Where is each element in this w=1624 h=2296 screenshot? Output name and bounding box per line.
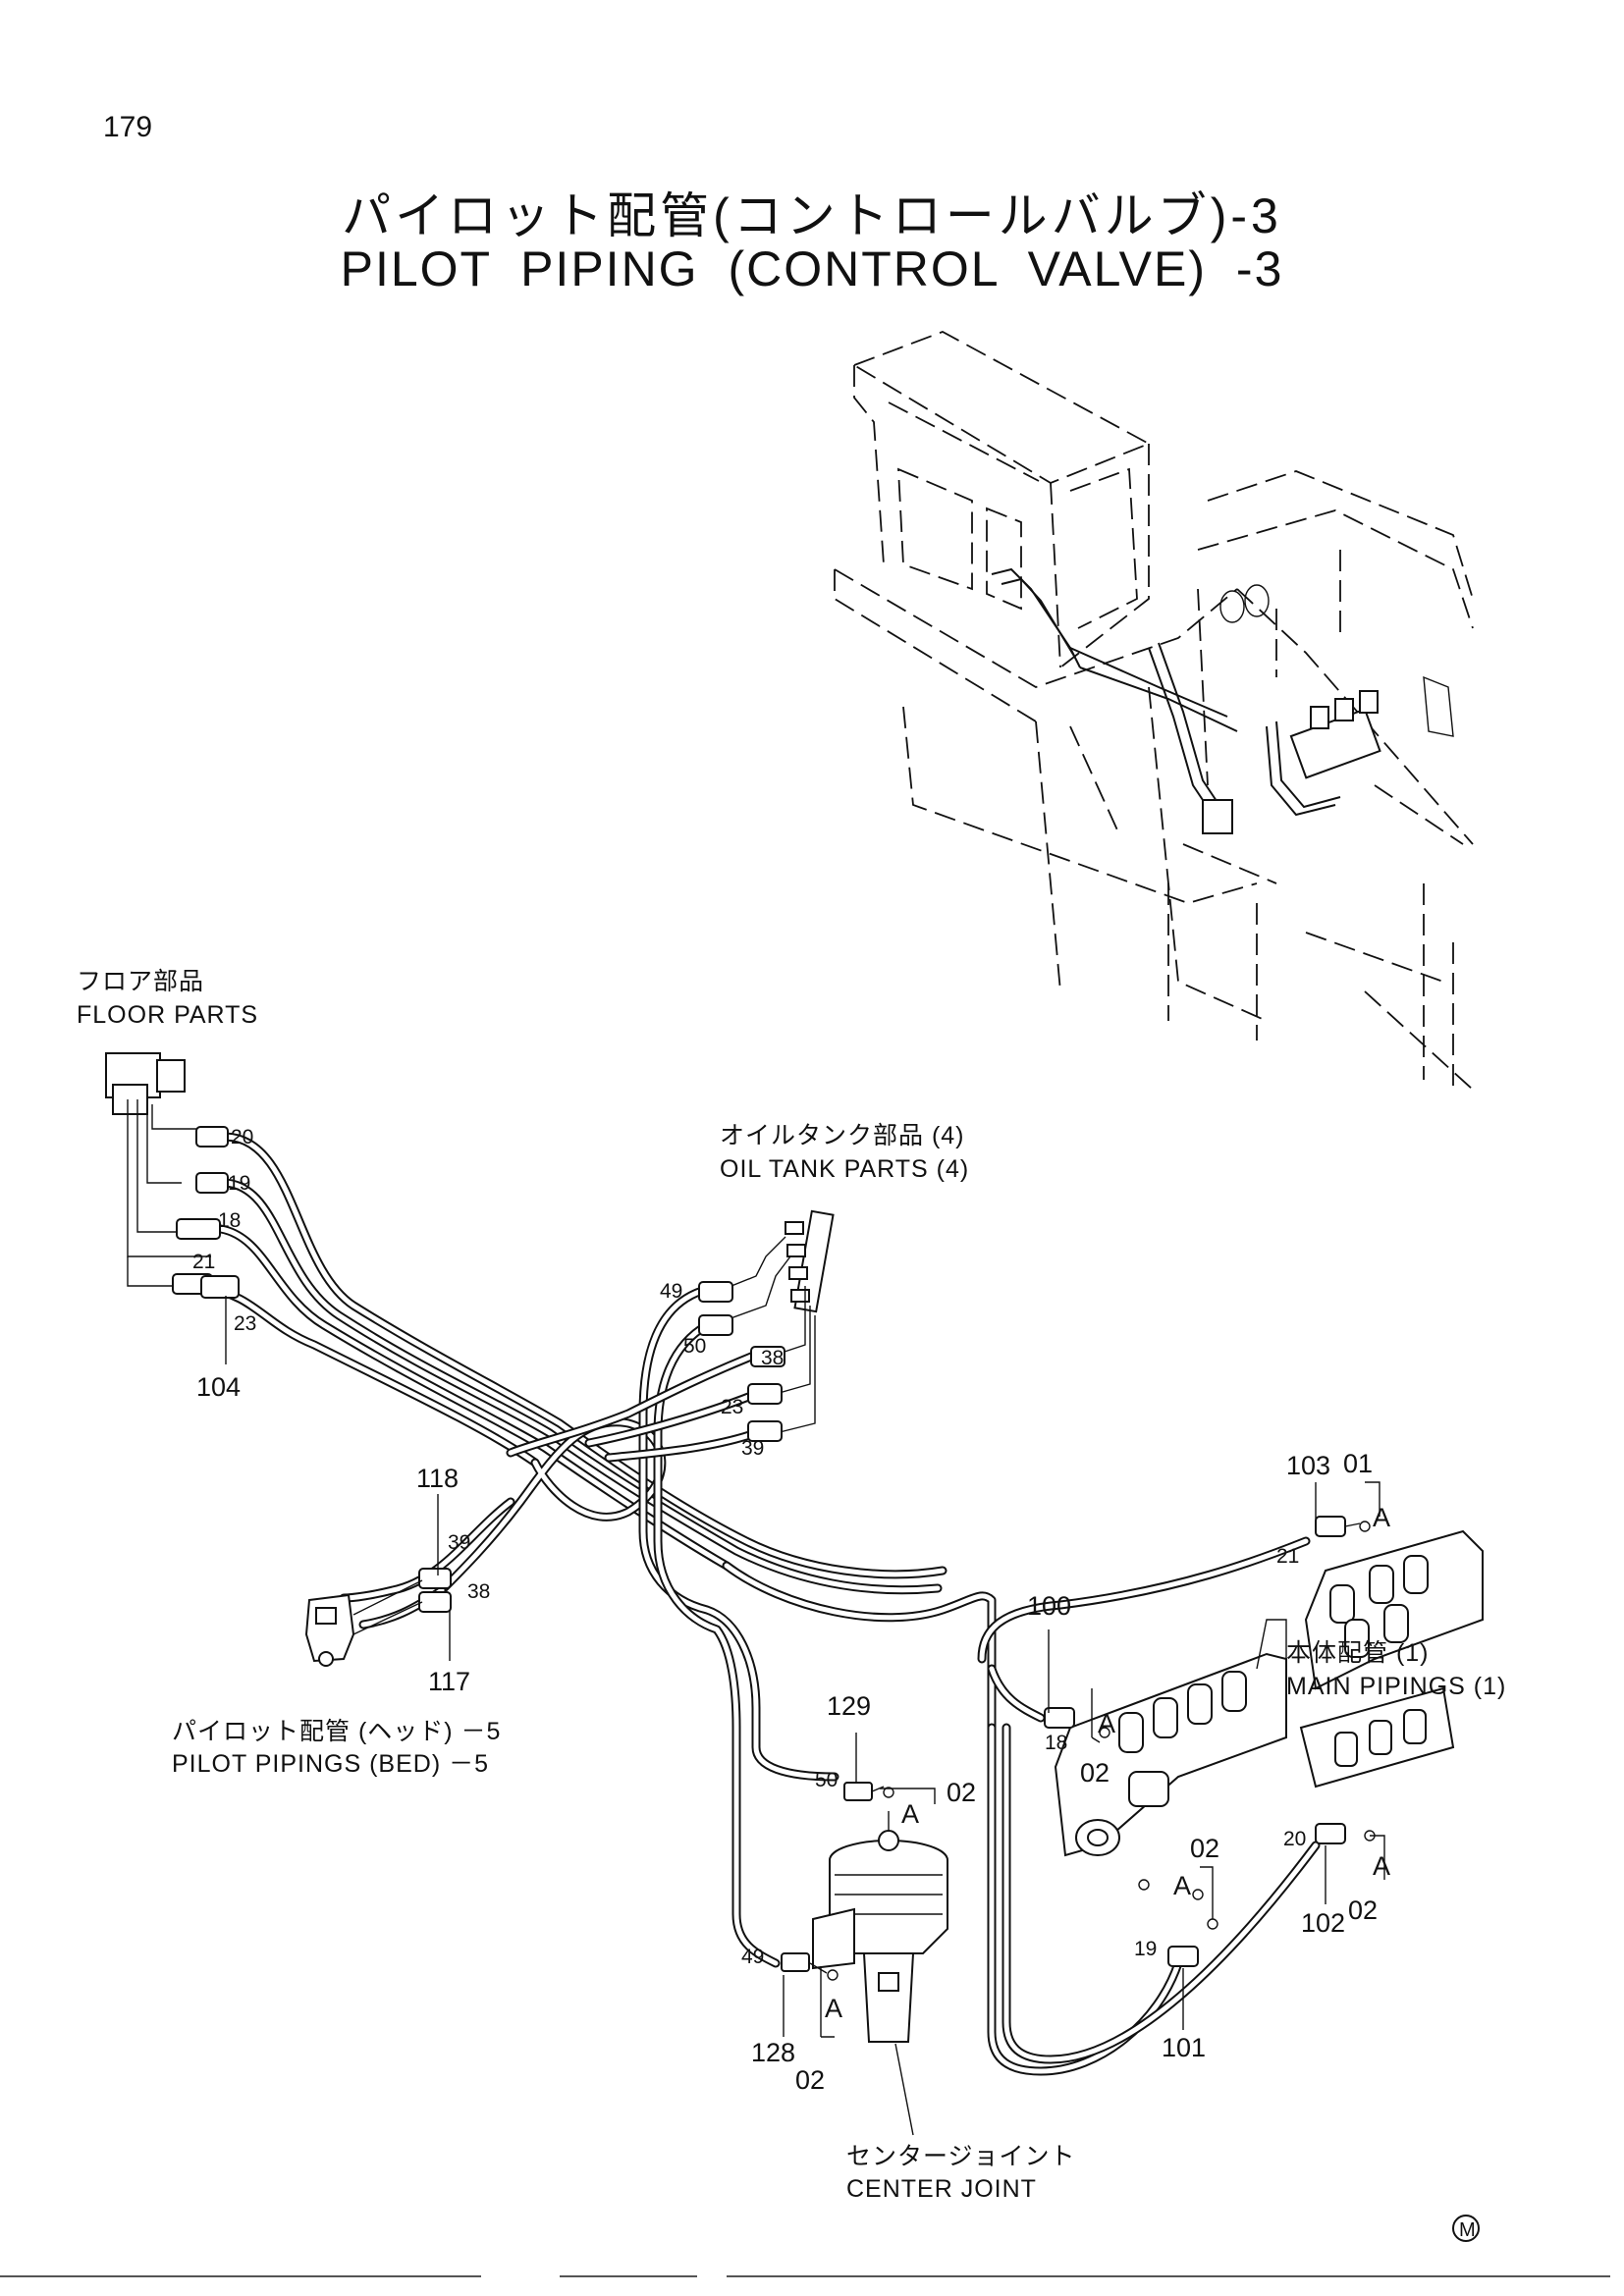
- spool-caps-rear: [1329, 1555, 1429, 1658]
- footer-rule: [560, 2275, 697, 2277]
- hose-number-50-center: 50: [815, 1769, 838, 1791]
- view-mark-a: A: [1373, 1851, 1390, 1881]
- leader-lines: [225, 1296, 1326, 2136]
- pilot-hose-bundle: [201, 1132, 1321, 2076]
- page-number: 179: [103, 111, 153, 143]
- machine-outline: [834, 331, 1474, 1091]
- control-valve-bank: [1044, 1516, 1484, 1967]
- page-title-japanese: パイロット配管(コントロールバルブ)-3: [342, 188, 1282, 243]
- floor-parts-label-en: FLOOR PARTS: [77, 1001, 258, 1029]
- floor-hose-fittings: [172, 1126, 240, 1299]
- view-mark-a: A: [1098, 1709, 1115, 1738]
- part-number-101: 101: [1162, 2033, 1206, 2062]
- fitting-number-02-center-upper: 02: [947, 1778, 976, 1807]
- part-number-118: 118: [416, 1464, 459, 1493]
- hose-number-49-center: 49: [741, 1946, 764, 1968]
- hose-number-19: 19: [228, 1172, 250, 1195]
- view-mark-a: A: [901, 1799, 919, 1829]
- oil-tank-parts-label-en: OIL TANK PARTS (4): [720, 1155, 969, 1183]
- part-number-117: 117: [428, 1667, 470, 1696]
- fitting-number-01: 01: [1343, 1449, 1373, 1478]
- main-pipings-label-jp: 本体配管 (1): [1286, 1639, 1430, 1667]
- center-joint: [781, 1782, 948, 2043]
- pilot-pipings-bed-label-en: PILOT PIPINGS (BED) －5: [172, 1750, 489, 1778]
- overview-hose-routing: [991, 567, 1381, 834]
- page-title-english: PILOT PIPING (CONTROL VALVE) -3: [340, 241, 1284, 296]
- view-a-brackets: [820, 1481, 1385, 2038]
- hose-number-23: 23: [234, 1312, 256, 1335]
- center-joint-label-en: CENTER JOINT: [846, 2175, 1037, 2203]
- hose-number-39: 39: [741, 1437, 764, 1460]
- pilot-pipings-bed-label-jp: パイロット配管 (ヘッド) －5: [172, 1718, 501, 1745]
- hose-number-20-valve: 20: [1283, 1828, 1306, 1850]
- pilot-bed-valve: [304, 1568, 452, 1667]
- part-number-100: 100: [1027, 1591, 1071, 1621]
- view-mark-a: A: [1173, 1871, 1191, 1900]
- center-joint-label-jp: センタージョイント: [846, 2143, 1076, 2170]
- hose-number-23-oil-tank: 23: [721, 1396, 743, 1418]
- hose-number-21: 21: [192, 1251, 215, 1273]
- footer-rule: [727, 2275, 1610, 2277]
- fitting-number-02-valve-right: 02: [1348, 1896, 1378, 1925]
- part-number-129: 129: [827, 1691, 871, 1721]
- hose-number-19-valve: 19: [1134, 1938, 1157, 1960]
- hose-number-49: 49: [660, 1280, 682, 1303]
- part-number-103: 103: [1286, 1451, 1330, 1480]
- hose-number-38-bed: 38: [467, 1580, 490, 1603]
- hose-number-18-valve: 18: [1045, 1732, 1067, 1754]
- maker-mark: M: [1452, 2215, 1480, 2242]
- maker-mark-letter: M: [1459, 2219, 1476, 2241]
- callout-labels: フロア部品 FLOOR PARTS オイルタンク部品 (4) OIL TANK …: [77, 968, 1506, 2203]
- hose-number-18: 18: [218, 1209, 241, 1232]
- oil-tank-manifold: [698, 1209, 835, 1442]
- fitting-number-02-center-lower: 02: [795, 2065, 825, 2095]
- oil-tank-parts-label-jp: オイルタンク部品 (4): [720, 1122, 965, 1149]
- hose-number-21-valve: 21: [1276, 1545, 1299, 1568]
- fitting-number-02-valve-left: 02: [1080, 1758, 1110, 1788]
- part-number-labels: 104 118 117 129 128 100 103 101 102 20 1…: [192, 1126, 1390, 2095]
- view-mark-a: A: [825, 1994, 842, 2023]
- part-number-102: 102: [1301, 1908, 1345, 1938]
- hose-number-39-bed: 39: [448, 1531, 470, 1554]
- spool-caps-front: [1118, 1671, 1247, 1753]
- footer-rule: [0, 2275, 481, 2277]
- main-pipings-label-en: MAIN PIPINGS (1): [1286, 1673, 1506, 1700]
- hose-number-50: 50: [683, 1335, 706, 1358]
- hose-number-38: 38: [761, 1347, 784, 1369]
- part-number-104: 104: [196, 1372, 241, 1402]
- view-mark-a: A: [1373, 1503, 1390, 1532]
- floor-parts-label-jp: フロア部品: [77, 968, 204, 995]
- hose-number-20: 20: [231, 1126, 253, 1148]
- part-number-128: 128: [751, 2038, 795, 2067]
- fitting-number-02-valve-mid: 02: [1190, 1834, 1219, 1863]
- floor-parts-valve: [105, 1052, 211, 1287]
